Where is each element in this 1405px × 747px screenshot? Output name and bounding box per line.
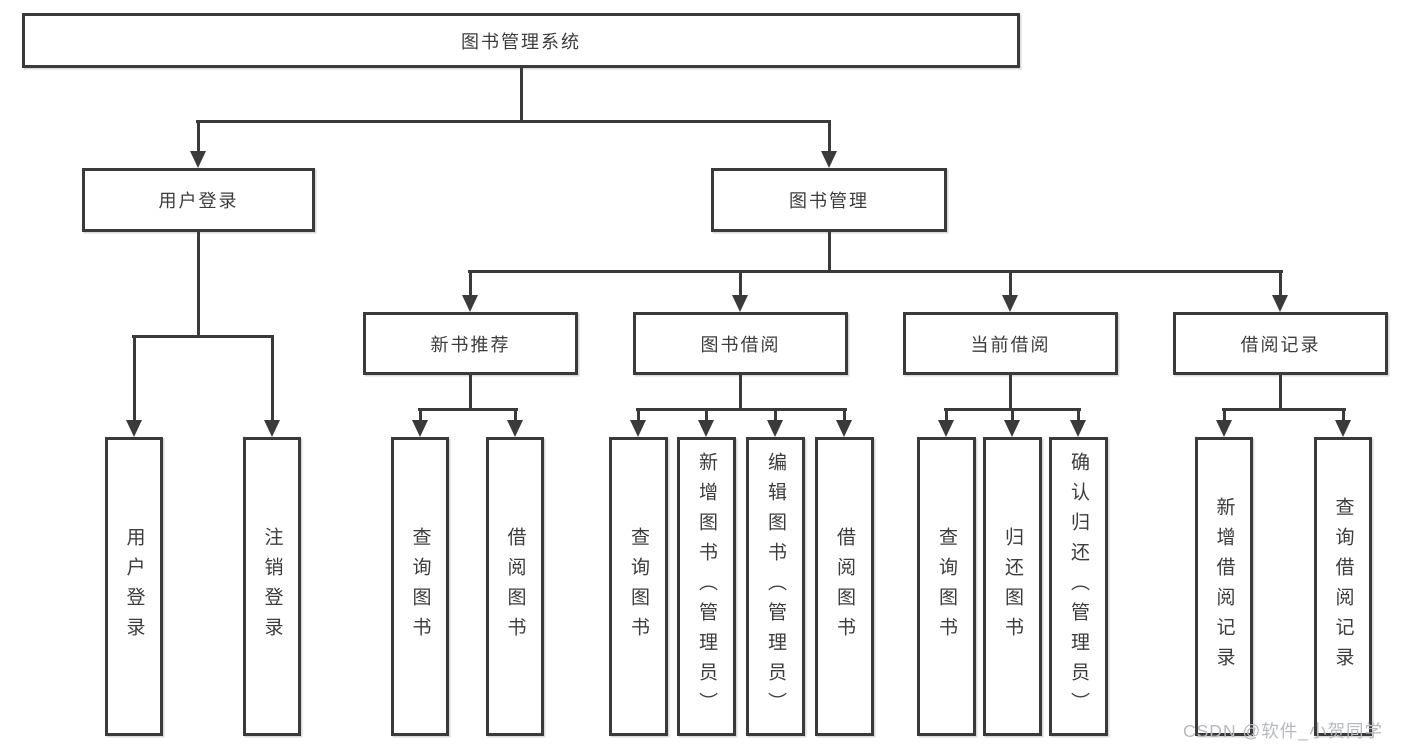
leaf-query-books-borrow: 查询图书 <box>609 437 668 736</box>
connector-vline <box>843 408 846 423</box>
csdn-watermark: CSDN @软件_小贺同学 <box>1183 721 1383 741</box>
node-root: 图书管理系统 <box>22 13 1020 68</box>
node-new-book-recommend-label: 新书推荐 <box>430 334 511 355</box>
arrowhead-down-icon <box>630 420 646 437</box>
connector-vline <box>1279 270 1282 297</box>
arrowhead-down-icon <box>507 420 523 437</box>
node-current-borrow: 当前借阅 <box>903 312 1118 375</box>
arrowhead-down-icon <box>938 420 954 437</box>
arrowhead-down-icon <box>1216 420 1232 437</box>
connector-vline <box>774 408 777 423</box>
connector-vline <box>469 270 472 297</box>
connector-hline <box>636 408 847 411</box>
leaf-query-books-current-label: 查询图书 <box>936 526 957 647</box>
connector-vline <box>828 120 831 153</box>
connector-vline <box>828 232 831 273</box>
connector-vline <box>1009 375 1012 411</box>
connector-hline <box>468 270 1283 273</box>
arrowhead-down-icon <box>1004 420 1020 437</box>
connector-hline <box>1222 408 1346 411</box>
connector-vline <box>1009 270 1012 297</box>
connector-hline <box>132 335 274 338</box>
connector-vline <box>945 408 948 423</box>
node-borrow-records-label: 借阅记录 <box>1240 334 1321 355</box>
leaf-edit-book-admin-label: 编辑图书（管理员） <box>765 451 786 722</box>
node-book-management-label: 图书管理 <box>789 191 869 211</box>
connector-hline <box>418 408 518 411</box>
leaf-add-book-admin-label: 新增图书（管理员） <box>696 451 717 722</box>
arrowhead-down-icon <box>1070 420 1086 437</box>
leaf-query-books-recommend-label: 查询图书 <box>409 526 431 647</box>
connector-vline <box>1011 408 1014 423</box>
node-book-borrow: 图书借阅 <box>633 312 848 375</box>
connector-vline <box>1342 408 1345 423</box>
leaf-borrow-books: 借阅图书 <box>815 437 874 736</box>
leaf-query-borrow-record: 查询借阅记录 <box>1314 437 1372 736</box>
node-user-login: 用户登录 <box>82 168 315 232</box>
connector-vline <box>197 232 200 338</box>
connector-vline <box>514 408 517 423</box>
arrowhead-down-icon <box>1002 295 1018 312</box>
leaf-user-login: 用户登录 <box>105 437 163 736</box>
node-book-borrow-label: 图书借阅 <box>700 334 781 355</box>
arrowhead-down-icon <box>767 420 783 437</box>
leaf-add-borrow-record: 新增借阅记录 <box>1195 437 1253 736</box>
leaf-query-books-borrow-label: 查询图书 <box>628 526 649 647</box>
leaf-borrow-books-label: 借阅图书 <box>834 526 855 647</box>
arrowhead-down-icon <box>126 420 142 437</box>
connector-vline <box>133 335 136 422</box>
leaf-return-book: 归还图书 <box>983 437 1042 736</box>
connector-vline <box>469 375 472 411</box>
leaf-user-login-label: 用户登录 <box>123 526 145 647</box>
leaf-edit-book-admin: 编辑图书（管理员） <box>746 437 805 736</box>
leaf-confirm-return-admin: 确认归还（管理员） <box>1049 437 1108 736</box>
leaf-borrow-books-recommend-label: 借阅图书 <box>504 526 526 647</box>
arrowhead-down-icon <box>264 420 280 437</box>
arrowhead-down-icon <box>462 295 478 312</box>
arrowhead-down-icon <box>732 295 748 312</box>
connector-vline <box>419 408 422 423</box>
connector-vline <box>271 335 274 422</box>
node-user-login-label: 用户登录 <box>158 191 239 211</box>
connector-vline <box>1279 375 1282 411</box>
node-root-label: 图书管理系统 <box>461 31 581 52</box>
connector-vline <box>637 408 640 423</box>
node-borrow-records: 借阅记录 <box>1173 312 1388 375</box>
connector-hline <box>196 120 831 123</box>
node-current-borrow-label: 当前借阅 <box>970 334 1051 355</box>
connector-vline <box>520 68 523 122</box>
leaf-add-borrow-record-label: 新增借阅记录 <box>1213 496 1235 677</box>
arrowhead-down-icon <box>698 420 714 437</box>
arrowhead-down-icon <box>190 151 206 168</box>
leaf-query-borrow-record-label: 查询借阅记录 <box>1332 496 1354 677</box>
node-new-book-recommend: 新书推荐 <box>363 312 578 375</box>
leaf-return-book-label: 归还图书 <box>1002 526 1023 647</box>
arrowhead-down-icon <box>1335 420 1351 437</box>
leaf-logout-label: 注销登录 <box>261 526 283 647</box>
node-book-management: 图书管理 <box>711 168 947 232</box>
leaf-query-books-recommend: 查询图书 <box>391 437 449 736</box>
arrowhead-down-icon <box>1272 295 1288 312</box>
arrowhead-down-icon <box>821 151 837 168</box>
connector-vline <box>705 408 708 423</box>
connector-vline <box>1077 408 1080 423</box>
arrowhead-down-icon <box>836 420 852 437</box>
leaf-confirm-return-admin-label: 确认归还（管理员） <box>1068 451 1089 722</box>
connector-vline <box>197 120 200 153</box>
leaf-add-book-admin: 新增图书（管理员） <box>677 437 736 736</box>
connector-vline <box>739 270 742 297</box>
leaf-borrow-books-recommend: 借阅图书 <box>486 437 544 736</box>
connector-vline <box>739 375 742 411</box>
arrowhead-down-icon <box>412 420 428 437</box>
leaf-logout: 注销登录 <box>243 437 301 736</box>
leaf-query-books-current: 查询图书 <box>917 437 976 736</box>
connector-vline <box>1223 408 1226 423</box>
